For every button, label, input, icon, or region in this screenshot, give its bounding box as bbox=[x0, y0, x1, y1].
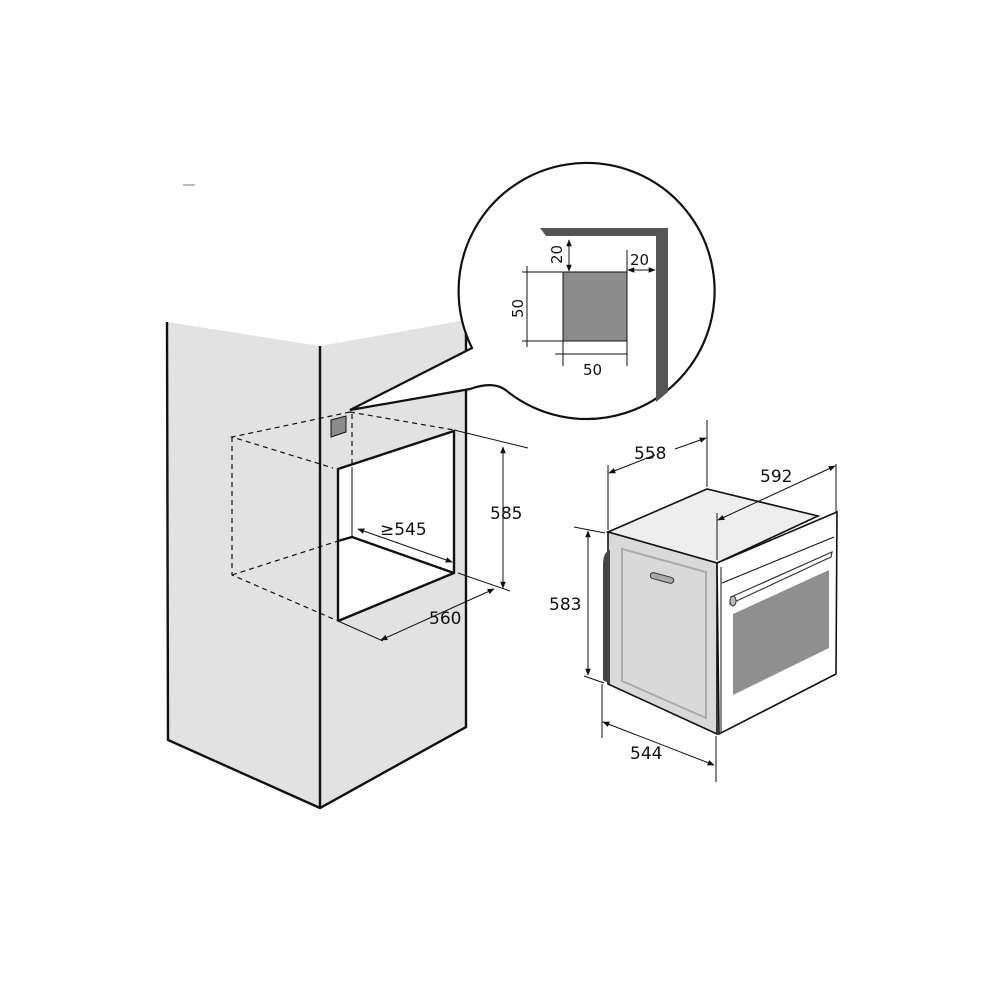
oven-width-label: 544 bbox=[630, 744, 662, 764]
depth-dimension-arrow bbox=[357, 528, 453, 563]
oven-rear-bracket bbox=[603, 550, 610, 684]
niche-opening bbox=[338, 431, 454, 621]
niche-width-label: 560 bbox=[429, 609, 461, 629]
hidden-lines bbox=[229, 411, 455, 622]
oven-side bbox=[607, 530, 718, 736]
niche-height-label: 585 bbox=[490, 504, 522, 524]
vent-detail bbox=[562, 271, 628, 342]
vent-width-label: 50 bbox=[583, 361, 602, 379]
control-strip bbox=[721, 536, 835, 584]
oven bbox=[603, 488, 838, 736]
oven-side-panel bbox=[621, 547, 707, 720]
cabinet-left-face bbox=[167, 322, 320, 808]
niche-depth-label: ≥545 bbox=[380, 520, 427, 540]
oven-front-width-label: 592 bbox=[760, 467, 792, 487]
oven-side-handle bbox=[649, 572, 675, 584]
detail-callout: 20 20 50 50 bbox=[349, 161, 716, 421]
vent-top-offset-label: 20 bbox=[548, 245, 566, 264]
vent-opening bbox=[330, 415, 347, 438]
width-dimension-arrow bbox=[380, 588, 495, 641]
oven-dimensions: 558 592 583 544 bbox=[549, 420, 837, 782]
oven-depth-label: 558 bbox=[634, 444, 666, 464]
oven-window bbox=[733, 570, 829, 695]
magnifier-bubble bbox=[349, 161, 716, 421]
vent-height-label: 50 bbox=[509, 299, 527, 318]
cabinet-dimensions: 585 ≥545 560 bbox=[337, 429, 529, 642]
oven-height-label: 583 bbox=[549, 595, 581, 615]
vent-side-offset-label: 20 bbox=[630, 251, 649, 269]
